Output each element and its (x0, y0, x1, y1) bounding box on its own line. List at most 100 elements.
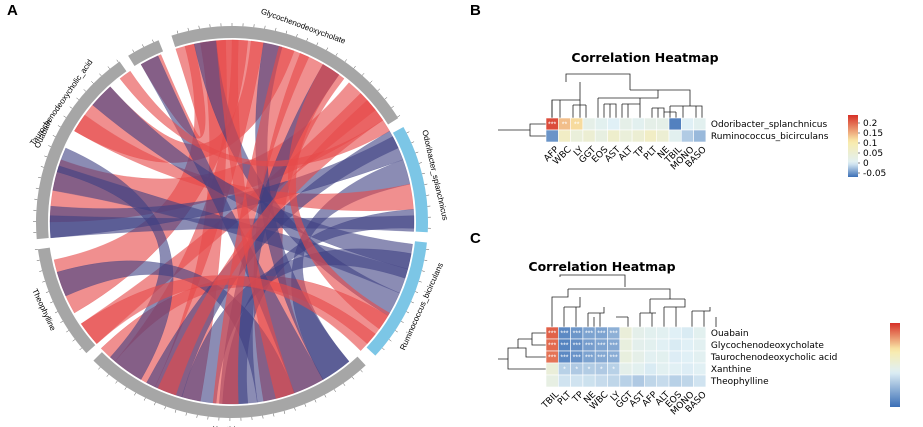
significance-stars: *** (585, 355, 593, 362)
heatmap-cell (656, 117, 670, 131)
chord-link (255, 42, 350, 380)
heatmap-cell (619, 374, 633, 388)
significance-stars: *** (560, 355, 568, 362)
axis-tick (333, 389, 336, 392)
axis-tick (91, 81, 94, 84)
axis-tick (185, 412, 187, 416)
axis-tick (304, 403, 307, 407)
heatmap-cell (644, 129, 657, 143)
row-label: Glycochenodeoxycholate (711, 341, 824, 351)
axis-tick (40, 166, 44, 168)
significance-stars: *** (548, 122, 556, 129)
heatmap-cell (619, 350, 633, 364)
legend-tick-label: 0.2 (863, 119, 877, 129)
significance-stars: *** (573, 331, 581, 338)
heatmap-cell (681, 326, 694, 340)
axis-tick (285, 30, 288, 34)
row-label: Odoribacter_splanchnicus (711, 120, 828, 130)
axis-tick (57, 125, 61, 128)
significance-stars: *** (573, 355, 581, 362)
column-dendrogram (621, 98, 641, 118)
heatmap-cell (681, 350, 694, 364)
axis-tick (306, 37, 309, 41)
axis-tick (35, 187, 39, 189)
axis-tick (72, 339, 76, 342)
axis-tick (176, 30, 179, 34)
heatmap-cell (631, 374, 645, 388)
axis-tick (39, 270, 43, 272)
significance-stars: *** (597, 331, 605, 338)
column-dendrogram (664, 111, 677, 118)
significance-stars: *** (597, 355, 605, 362)
chord-link (80, 275, 376, 352)
color-legend-bar (848, 115, 858, 177)
heatmap-cell (644, 338, 657, 352)
heatmap-title: Correlation Heatmap (528, 259, 675, 274)
heatmap-cell (545, 129, 559, 143)
legend-tick-label: 0.05 (863, 149, 883, 159)
axis-tick (164, 406, 166, 410)
axis-tick (54, 311, 58, 314)
heatmap-cell (582, 374, 596, 388)
chord-link (49, 215, 415, 239)
axis-tick (343, 383, 346, 386)
column-dendrogram (563, 297, 605, 327)
heatmap-cell (607, 129, 621, 143)
axis-tick (410, 301, 414, 304)
axis-tick (48, 145, 52, 147)
heatmap-cell (558, 374, 571, 388)
row-dendrogram (518, 332, 546, 340)
axis-tick (132, 49, 135, 53)
axis-tick (66, 330, 69, 333)
heatmap-cell (619, 129, 633, 143)
axis-tick (418, 162, 422, 164)
significance-stars: * (600, 367, 603, 374)
axis-tick (83, 89, 87, 92)
axis-tick (326, 47, 329, 51)
significance-stars: *** (597, 343, 605, 350)
axis-tick (69, 106, 73, 109)
heatmap-cell (594, 129, 608, 143)
heatmap-cell (668, 362, 682, 376)
significance-stars: *** (585, 343, 593, 350)
column-dendrogram (651, 107, 665, 118)
axis-tick (384, 97, 388, 100)
column-dendrogram (572, 100, 587, 118)
axis-tick (187, 27, 189, 31)
heatmap-cell (619, 362, 633, 376)
axis-tick (397, 115, 401, 118)
axis-tick (415, 291, 419, 293)
axis-tick (361, 73, 365, 76)
heatmap-cell (607, 117, 621, 131)
chord-link (119, 70, 390, 167)
axis-tick (391, 105, 394, 109)
axis-tick (116, 59, 119, 63)
sector-theophylline (37, 247, 96, 354)
axis-tick (264, 25, 266, 29)
axis-tick (76, 97, 79, 100)
axis-tick (400, 320, 404, 323)
heatmap-cell (607, 374, 621, 388)
axis-tick (273, 413, 275, 417)
axis-tick (107, 66, 110, 69)
heatmap-cell (631, 129, 645, 143)
heatmap-cell (558, 129, 571, 143)
sector-taurochenodeoxycholic-acid (128, 40, 164, 66)
heatmap-cell (619, 326, 633, 340)
axis-tick (174, 409, 177, 413)
chord-diagram: GlycochenodeoxycholateOdoribacter_splanc… (28, 7, 450, 427)
axis-tick (143, 397, 146, 401)
axis-tick (316, 42, 319, 46)
axis-tick (415, 151, 419, 154)
column-dendrogram (551, 289, 569, 327)
sector-glycochenodeoxycholate (171, 26, 399, 125)
heatmap-cell (594, 374, 608, 388)
heatmap-cell (681, 362, 694, 376)
significance-stars: *** (560, 331, 568, 338)
heatmap-cell (693, 117, 707, 131)
axis-tick (411, 141, 415, 144)
heatmap-cell (619, 117, 633, 131)
heatmap-cell (644, 350, 657, 364)
axis-tick (406, 311, 410, 314)
legend-tick-label: 0.1 (863, 139, 877, 149)
